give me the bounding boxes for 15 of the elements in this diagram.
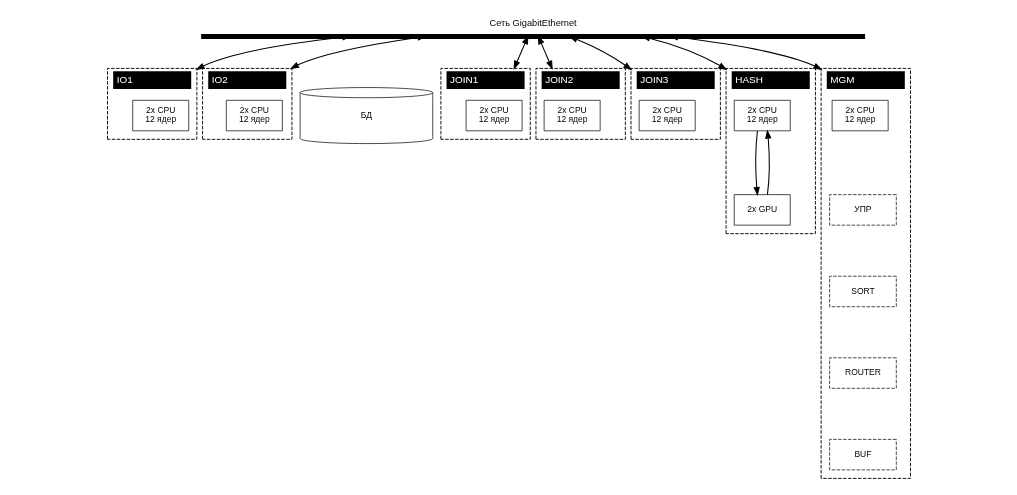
node-box: 2x CPU 12 ядер bbox=[225, 99, 283, 132]
node-box: SORT bbox=[828, 275, 897, 308]
node-box: BUF bbox=[828, 439, 897, 471]
node-box: 2x CPU 12 ядер bbox=[733, 99, 791, 132]
node-box: УПР bbox=[828, 194, 897, 226]
node-text: Сеть GigabitEthernet bbox=[489, 18, 577, 29]
arrow bbox=[752, 130, 760, 197]
node-box: 2x CPU 12 ядер bbox=[131, 99, 189, 132]
node-box: 2x GPU bbox=[733, 194, 791, 226]
node-box: 2x CPU 12 ядер bbox=[831, 99, 888, 132]
node-box: 2x CPU 12 ядер bbox=[543, 99, 600, 132]
node-box: 2x CPU 12 ядер bbox=[465, 99, 522, 132]
arrow bbox=[764, 129, 771, 196]
node-box: ROUTER bbox=[828, 357, 897, 389]
node-box: 2x CPU 12 ядер bbox=[638, 99, 696, 132]
